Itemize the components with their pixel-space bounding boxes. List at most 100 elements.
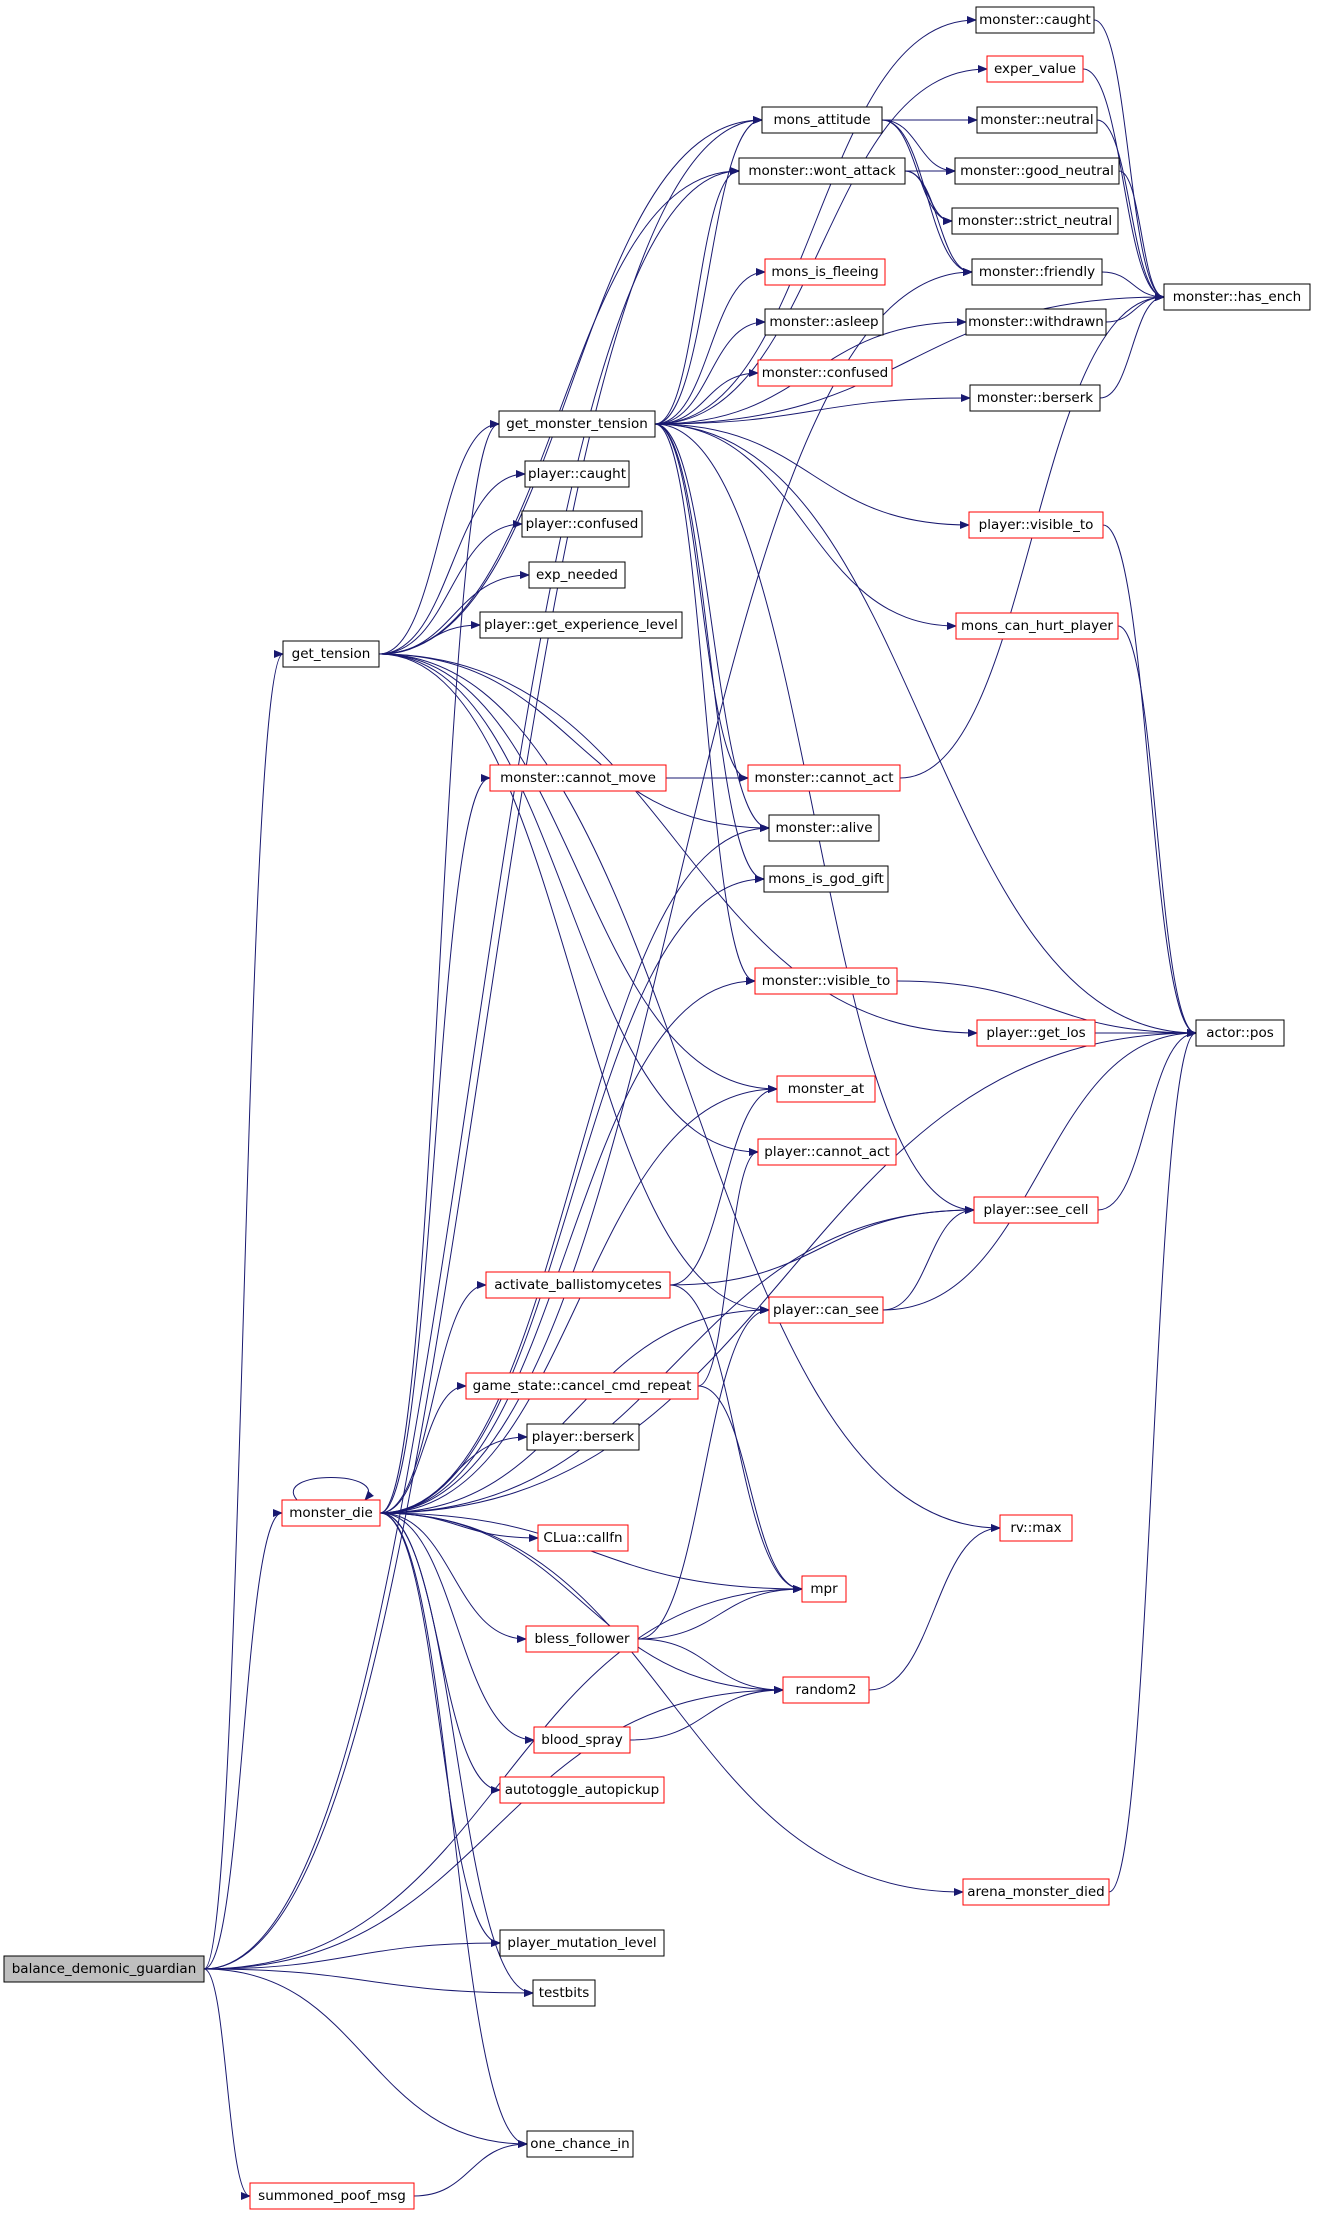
node-mpr[interactable]: mpr [801,1575,847,1603]
node-player-berserk[interactable]: player::berserk [526,1423,640,1451]
node-label: testbits [539,1985,590,2001]
node-player-get-experience-level[interactable]: player::get_experience_level [479,611,683,639]
node-monster-cannot-act[interactable]: monster::cannot_act [747,764,901,792]
node-monster-neutral[interactable]: monster::neutral [976,106,1098,134]
node-arena-monster-died[interactable]: arena_monster_died [962,1878,1110,1906]
node-player-caught[interactable]: player::caught [524,460,630,488]
node-monster-confused[interactable]: monster::confused [757,359,893,387]
edge-summoned_poof_msg-to-one_chance_in [413,2140,528,2197]
node-box [764,308,884,336]
node-monster-at[interactable]: monster_at [776,1075,876,1103]
edge-get_monster_tension-to-mons_can_hurt_player [654,423,957,630]
node-box [485,1271,671,1299]
node-summoned-poof-msg[interactable]: summoned_poof_msg [249,2182,415,2210]
node-player-mutation-level[interactable]: player_mutation_level [499,1929,665,1957]
node-label: mons_attitude [773,112,870,128]
node-testbits[interactable]: testbits [532,1979,596,2007]
node-autotoggle-autopickup[interactable]: autotoggle_autopickup [499,1776,665,1804]
node-player-cannot-act[interactable]: player::cannot_act [757,1138,897,1166]
node-clua-callfn[interactable]: CLua::callfn [537,1524,629,1552]
edge-monster_die-to-testbits [379,1512,534,1997]
node-bless-follower[interactable]: bless_follower [525,1625,639,1653]
edge-get_monster_tension-to-monster_berserk [654,394,971,425]
edge-get_tension-to-monster_alive [378,653,770,832]
edge-monster_die-to-get_monster_tension [379,420,500,1514]
node-label: one_chance_in [530,2136,629,2152]
node-player-visible-to[interactable]: player::visible_to [968,511,1104,539]
edge-monster_good_neutral-to-monster_has_ench [1118,170,1165,301]
node-box [537,1524,629,1552]
node-balance-demonic-guardian[interactable]: balance_demonic_guardian [3,1955,205,1983]
node-player-confused[interactable]: player::confused [521,510,643,538]
node-box [975,6,1095,34]
node-monster-has-ench[interactable]: monster::has_ench [1163,283,1311,311]
node-box [521,510,643,538]
edge-get_tension-to-player_can_see [378,653,770,1314]
edge-balance_demonic_guardian-to-monster_wont_attack [203,167,740,1970]
node-monster-strict-neutral[interactable]: monster::strict_neutral [951,207,1119,235]
node-box [3,1955,205,1983]
node-label: monster::neutral [980,112,1093,128]
node-box [532,1979,596,2007]
node-box [499,1776,665,1804]
node-monster-friendly[interactable]: monster::friendly [971,258,1103,286]
node-box [524,460,630,488]
node-blood-spray[interactable]: blood_spray [533,1726,631,1754]
node-box [763,865,889,893]
node-label: player::get_experience_level [484,617,678,633]
node-box [757,1138,897,1166]
node-monster-berserk[interactable]: monster::berserk [969,384,1101,412]
node-monster-visible-to[interactable]: monster::visible_to [754,967,898,995]
edge-mons_attitude-to-monster_friendly [881,119,973,276]
node-mons-attitude[interactable]: mons_attitude [761,106,883,134]
node-random2[interactable]: random2 [782,1676,870,1704]
node-get-monster-tension[interactable]: get_monster_tension [498,410,656,438]
node-exp-needed[interactable]: exp_needed [528,561,626,589]
edge-monster_die-to-player_see_cell [379,1206,975,1514]
node-one-chance-in[interactable]: one_chance_in [526,2130,634,2158]
edge-monster_wont_attack-to-monster_strict_neutral [904,170,953,225]
edge-monster_die-to-activate_ballistomycetes [379,1281,487,1514]
node-box [479,611,683,639]
edge-activate_ballistomycetes-to-monster_at [669,1085,778,1286]
node-activate-ballistomycetes[interactable]: activate_ballistomycetes [485,1271,671,1299]
edge-get_monster_tension-to-mons_attitude [654,116,763,425]
edge-monster_die-to-monster_alive [379,824,770,1514]
node-label: player_mutation_level [507,1935,656,1951]
edge-random2-to-rv_max [868,1524,1001,1691]
node-player-get-los[interactable]: player::get_los [976,1019,1096,1047]
node-monster-caught[interactable]: monster::caught [975,6,1095,34]
node-rv-max[interactable]: rv::max [999,1514,1073,1542]
node-label: arena_monster_died [967,1884,1105,1900]
edge-monster_die-to-player_mutation_level [379,1512,501,1947]
edge-get_monster_tension-to-exper_value [654,65,988,425]
node-box [986,55,1084,83]
node-monster-alive[interactable]: monster::alive [768,814,880,842]
node-monster-asleep[interactable]: monster::asleep [764,308,884,336]
edge-monster_die-to-player_can_see [379,1306,770,1514]
node-box [754,967,898,995]
node-exper-value[interactable]: exper_value [986,55,1084,83]
node-box [951,207,1119,235]
node-monster-cannot-move[interactable]: monster::cannot_move [489,764,667,792]
node-monster-good-neutral[interactable]: monster::good_neutral [954,157,1120,185]
node-box [525,1625,639,1653]
node-actor-pos[interactable]: actor::pos [1195,1019,1285,1047]
node-monster-wont-attack[interactable]: monster::wont_attack [738,157,906,185]
node-player-can-see[interactable]: player::can_see [768,1296,884,1324]
edge-activate_ballistomycetes-to-player_see_cell [669,1206,975,1286]
node-label: monster::visible_to [762,973,890,989]
edge-blood_spray-to-random2 [629,1686,784,1741]
node-monster-die[interactable]: monster_die [281,1499,381,1527]
node-label: monster_die [289,1505,373,1521]
node-get-tension[interactable]: get_tension [282,640,380,668]
edge-game_state_cancel_cmd_repeat-to-player_cannot_act [697,1148,759,1387]
node-mons-is-fleeing[interactable]: mons_is_fleeing [764,258,886,286]
node-mons-is-god-gift[interactable]: mons_is_god_gift [763,865,889,893]
node-game-state-cancel-cmd-repeat[interactable]: game_state::cancel_cmd_repeat [465,1372,699,1400]
node-box [498,410,656,438]
node-monster-withdrawn[interactable]: monster::withdrawn [965,308,1107,336]
node-player-see-cell[interactable]: player::see_cell [973,1196,1099,1224]
node-mons-can-hurt-player[interactable]: mons_can_hurt_player [955,612,1119,640]
